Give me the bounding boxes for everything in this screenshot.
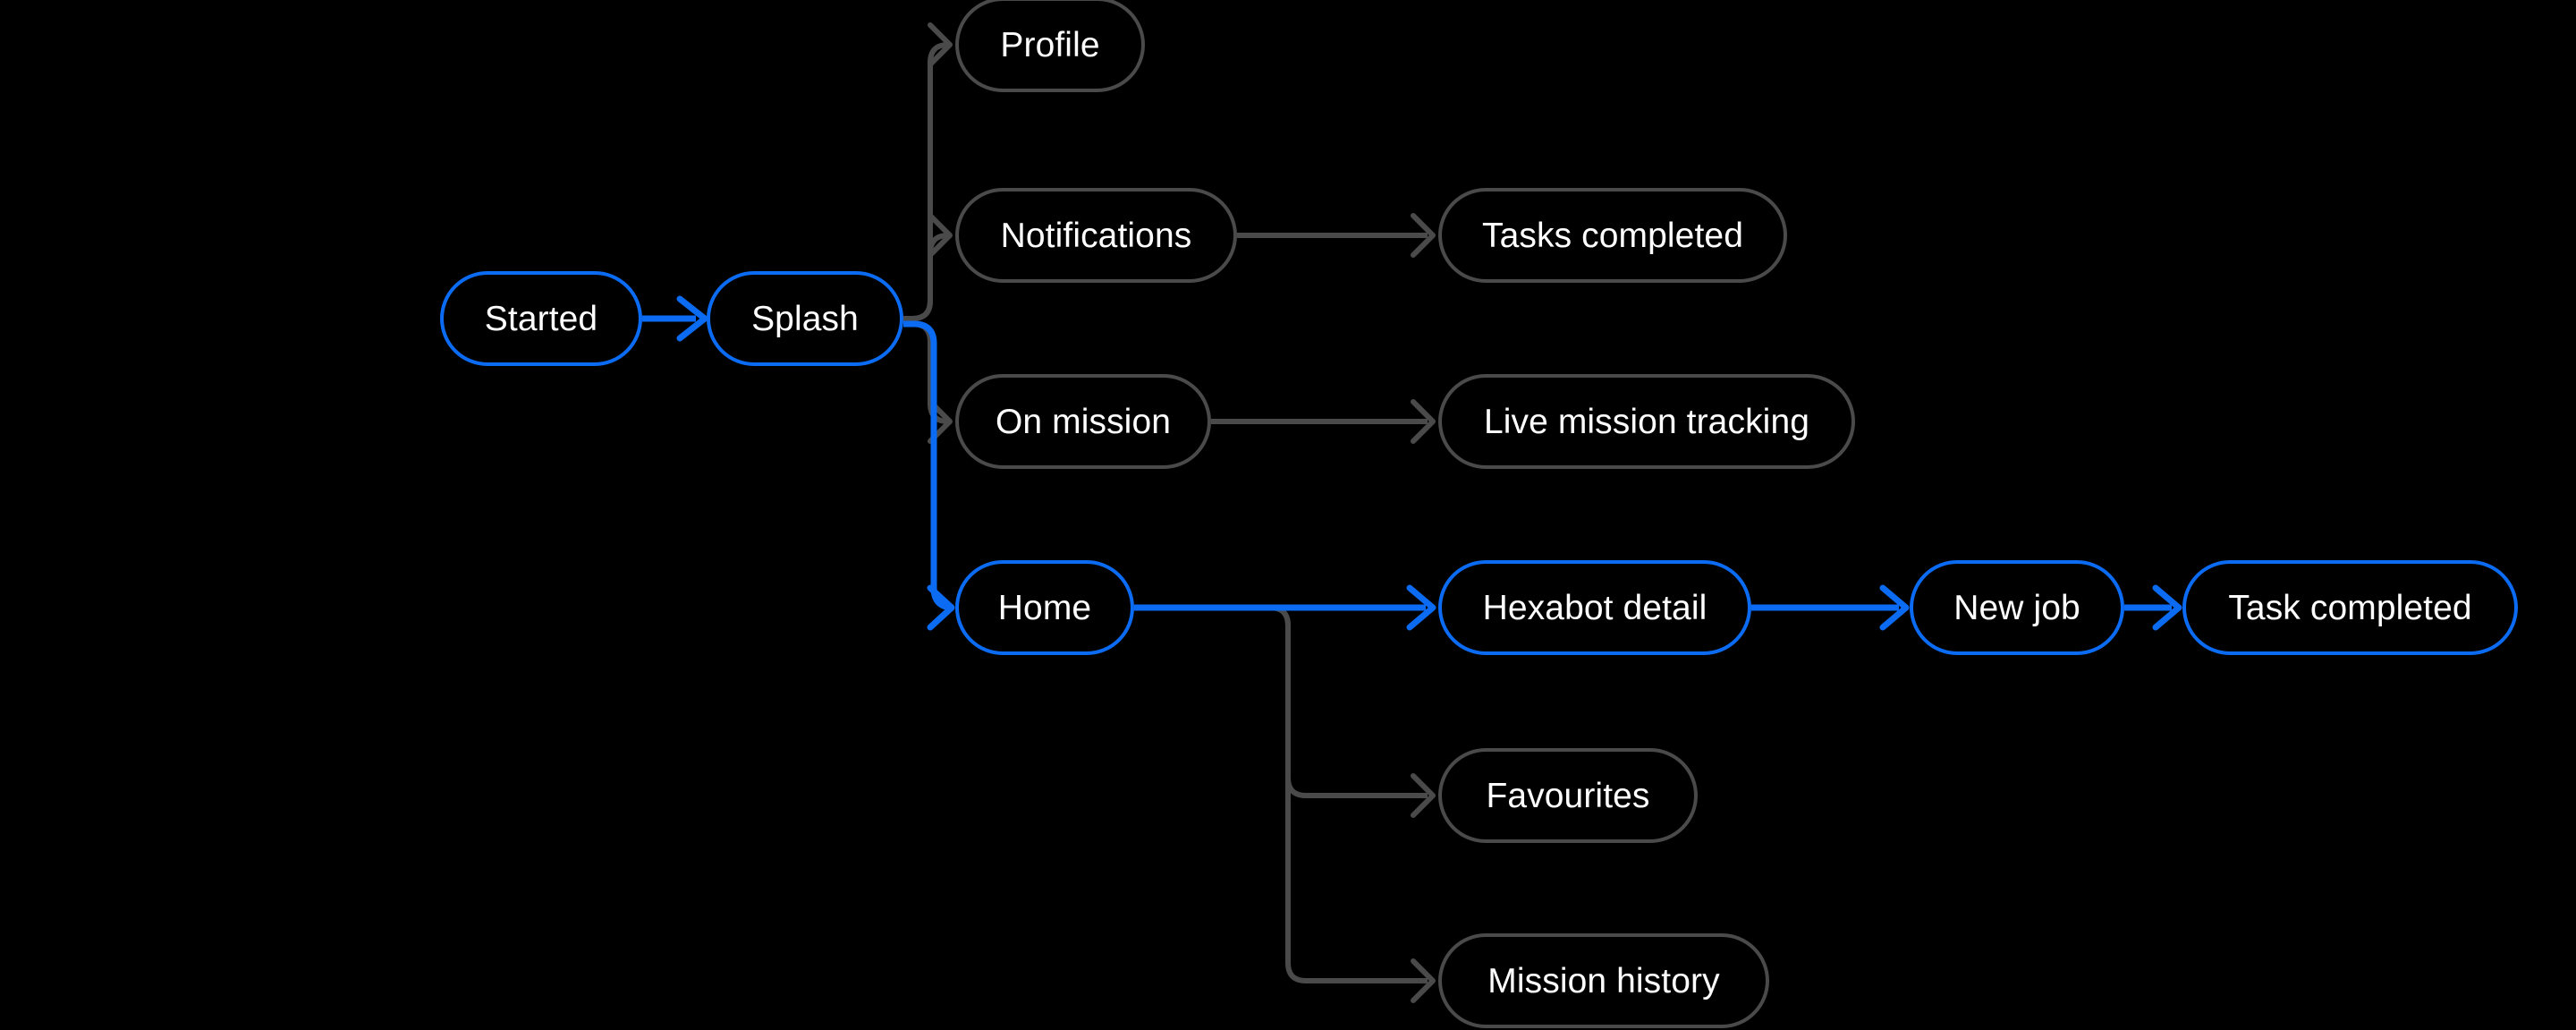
node-hexabot-detail[interactable]: Hexabot detail <box>1438 560 1751 655</box>
edge-on-mission-live-mission-tracking <box>1211 399 1436 444</box>
edge-new-job-task-completed <box>2124 584 2182 631</box>
node-label-profile: Profile <box>1000 25 1100 64</box>
node-mission-history[interactable]: Mission history <box>1438 933 1769 1028</box>
node-label-new-job: New job <box>1953 588 2080 627</box>
node-label-tasks-completed: Tasks completed <box>1482 216 1743 255</box>
edge-splash-home <box>903 320 955 631</box>
node-label-notifications: Notifications <box>1000 216 1192 255</box>
edge-splash-profile <box>903 22 953 321</box>
node-home[interactable]: Home <box>955 560 1134 655</box>
node-on-mission[interactable]: On mission <box>955 374 1211 469</box>
node-label-mission-history: Mission history <box>1487 961 1720 1000</box>
node-label-started: Started <box>484 299 598 338</box>
node-label-home: Home <box>997 588 1092 627</box>
node-task-completed[interactable]: Task completed <box>2182 560 2518 655</box>
node-splash[interactable]: Splash <box>707 271 903 366</box>
node-favourites[interactable]: Favourites <box>1438 748 1698 843</box>
edge-splash-on-mission <box>903 321 953 444</box>
node-new-job[interactable]: New job <box>1910 560 2124 655</box>
edge-home-favourites <box>1134 605 1436 818</box>
node-label-splash: Splash <box>751 299 859 338</box>
node-started[interactable]: Started <box>440 271 642 366</box>
edge-home-mission-history <box>1134 605 1436 1003</box>
node-label-favourites: Favourites <box>1486 776 1650 815</box>
node-tasks-completed[interactable]: Tasks completed <box>1438 188 1787 283</box>
node-label-hexabot-detail: Hexabot detail <box>1482 588 1707 627</box>
edge-started-splash <box>642 295 708 342</box>
node-label-on-mission: On mission <box>995 402 1172 441</box>
node-label-task-completed: Task completed <box>2228 588 2472 627</box>
edge-hexabot-detail-new-job <box>1751 584 1910 631</box>
node-notifications[interactable]: Notifications <box>955 188 1237 283</box>
node-label-live-mission-tracking: Live mission tracking <box>1483 402 1810 441</box>
node-live-mission-tracking[interactable]: Live mission tracking <box>1438 374 1855 469</box>
edge-splash-notifications <box>903 213 953 321</box>
edge-home-hexabot-detail <box>1134 584 1436 631</box>
edge-notifications-tasks-completed <box>1237 213 1436 258</box>
node-profile[interactable]: Profile <box>955 0 1145 92</box>
